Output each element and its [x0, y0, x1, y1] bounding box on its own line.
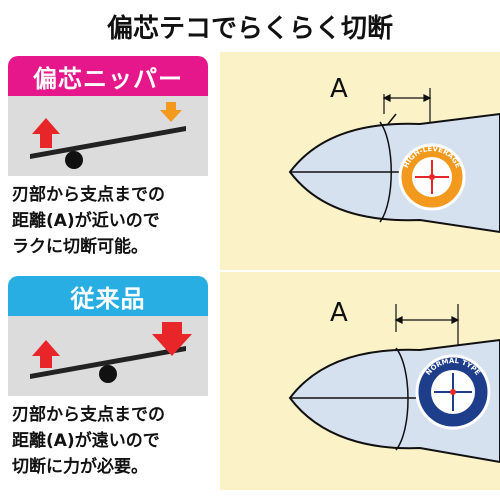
conventional-description: 刃部から支点までの 距離(A)が遠いので 切断に力が必要。	[12, 405, 165, 477]
lever-diagram	[30, 102, 186, 169]
eccentric-nipper-panel: 偏芯ニッパー 刃部から支点までの 距離(A)が近いので ラクに切断可能。 A	[0, 52, 500, 270]
conventional-tool-illustration: A NORMAL TYPE	[220, 272, 500, 490]
nipper-head-drawing: NORMAL TYPE	[288, 304, 500, 464]
lever-illustration	[8, 316, 208, 396]
force-arrow-icon	[152, 322, 192, 356]
eccentric-nipper-banner: 偏芯ニッパー	[8, 56, 208, 96]
lift-arrow-icon	[32, 118, 60, 148]
dimension-label: A	[330, 298, 348, 328]
dimension-label: A	[330, 74, 348, 104]
fulcrum-icon	[65, 151, 83, 169]
nipper-head-drawing: HIGH-LEVERAGE	[288, 88, 500, 234]
force-arrow-icon	[160, 102, 182, 122]
lever-illustration	[8, 96, 208, 176]
conventional-panel: 従来品 刃部から支点までの 距離(A)が遠いので 切断に力が必要。 A	[0, 272, 500, 490]
dimension-arrow	[394, 304, 460, 382]
eccentric-info: 偏芯ニッパー 刃部から支点までの 距離(A)が近いので ラクに切断可能。	[0, 52, 214, 270]
fulcrum-icon	[99, 365, 117, 383]
eccentric-description: 刃部から支点までの 距離(A)が近いので ラクに切断可能。	[12, 185, 165, 257]
lever-beam	[30, 126, 186, 159]
nipper-head	[288, 112, 500, 234]
conventional-banner: 従来品	[8, 276, 208, 316]
conventional-info: 従来品 刃部から支点までの 距離(A)が遠いので 切断に力が必要。	[0, 272, 214, 490]
high-leverage-badge: HIGH-LEVERAGE	[398, 143, 466, 211]
normal-type-badge: NORMAL TYPE	[415, 354, 491, 430]
lift-arrow-icon	[32, 340, 60, 368]
eccentric-tool-illustration: A	[220, 52, 500, 270]
lever-beam	[30, 346, 186, 379]
lever-diagram	[30, 322, 192, 383]
page-title: 偏芯テコでらくらく切断	[106, 14, 393, 44]
